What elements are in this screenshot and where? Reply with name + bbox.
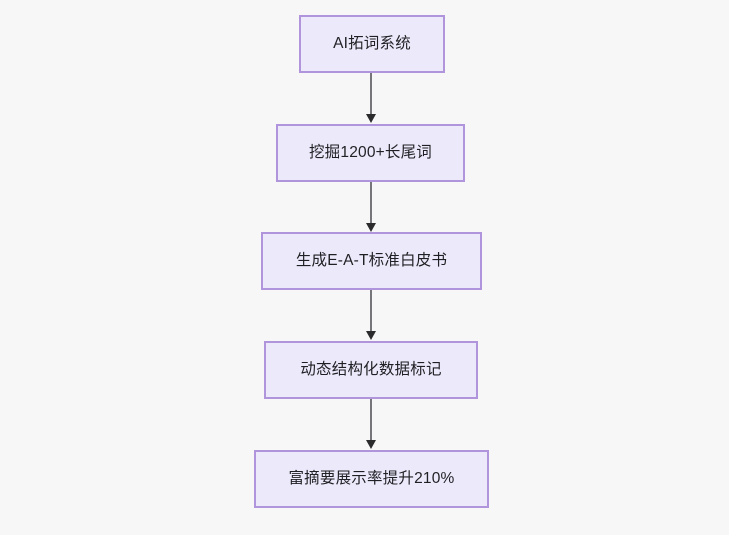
flow-node-structured-data-markup[interactable]: 动态结构化数据标记 <box>264 341 478 399</box>
flow-node-label: 富摘要展示率提升210% <box>288 470 455 488</box>
connector-arrowhead-2-3 <box>366 223 376 232</box>
connector-arrowhead-4-5 <box>366 440 376 449</box>
flow-node-ai-keyword-system[interactable]: AI拓词系统 <box>299 15 445 73</box>
connector-arrowhead-1-2 <box>366 114 376 123</box>
flow-node-label: 生成E-A-T标准白皮书 <box>295 252 448 270</box>
flow-node-rich-snippet-result[interactable]: 富摘要展示率提升210% <box>254 450 489 508</box>
flow-node-label: AI拓词系统 <box>333 35 411 53</box>
connector-line-3-4 <box>370 290 372 332</box>
connector-arrowhead-3-4 <box>366 331 376 340</box>
flow-node-label: 动态结构化数据标记 <box>300 361 442 379</box>
connector-line-4-5 <box>370 399 372 441</box>
connector-line-2-3 <box>370 182 372 224</box>
connector-line-1-2 <box>370 73 372 115</box>
flow-node-eat-whitepaper[interactable]: 生成E-A-T标准白皮书 <box>261 232 482 290</box>
flow-node-label: 挖掘1200+长尾词 <box>308 144 433 162</box>
flow-node-longtail-keywords[interactable]: 挖掘1200+长尾词 <box>276 124 465 182</box>
